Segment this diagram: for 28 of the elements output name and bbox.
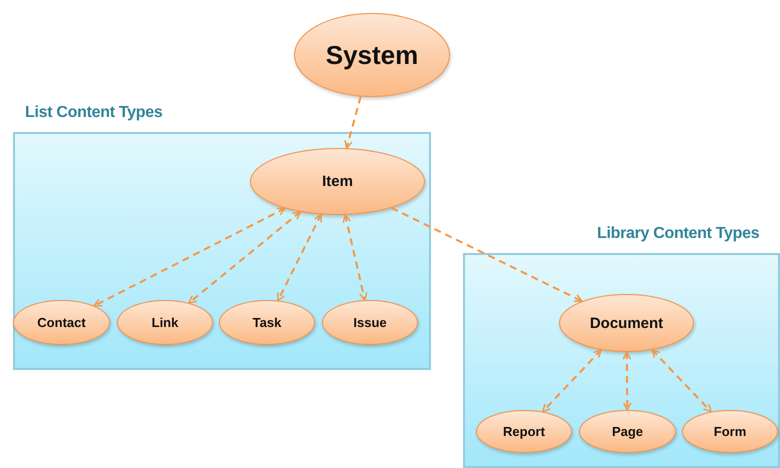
dashed-arrow [651,349,712,412]
panel-heading: Library Content Types [597,225,760,243]
dashed-arrow [93,207,286,307]
node-label: Contact [37,315,86,330]
ellipse-node [117,300,213,345]
dashed-arrow [542,349,602,412]
ellipse-node [322,300,418,345]
ellipse-node [219,300,315,345]
panel-heading: List Content Types [25,104,162,122]
ellipse-node [682,410,778,453]
node-label: Task [252,315,282,330]
node-label: Document [590,314,664,332]
node-label: Link [152,315,178,330]
dashed-arrow [342,214,368,301]
dashed-arrow [344,96,362,149]
node-label: Form [714,424,746,439]
node-label: Issue [353,315,387,330]
ellipse-node [579,410,676,453]
dashed-arrow [188,211,302,304]
ellipse-node [13,300,110,345]
dashed-arrow [622,351,632,411]
node-label: System [326,40,418,70]
node-label: Page [612,424,644,439]
ellipse-node [476,410,572,453]
node-label: Item [322,173,353,190]
dashed-arrow [277,214,322,302]
node-label: Report [503,424,545,439]
dashed-arrow [390,207,583,302]
